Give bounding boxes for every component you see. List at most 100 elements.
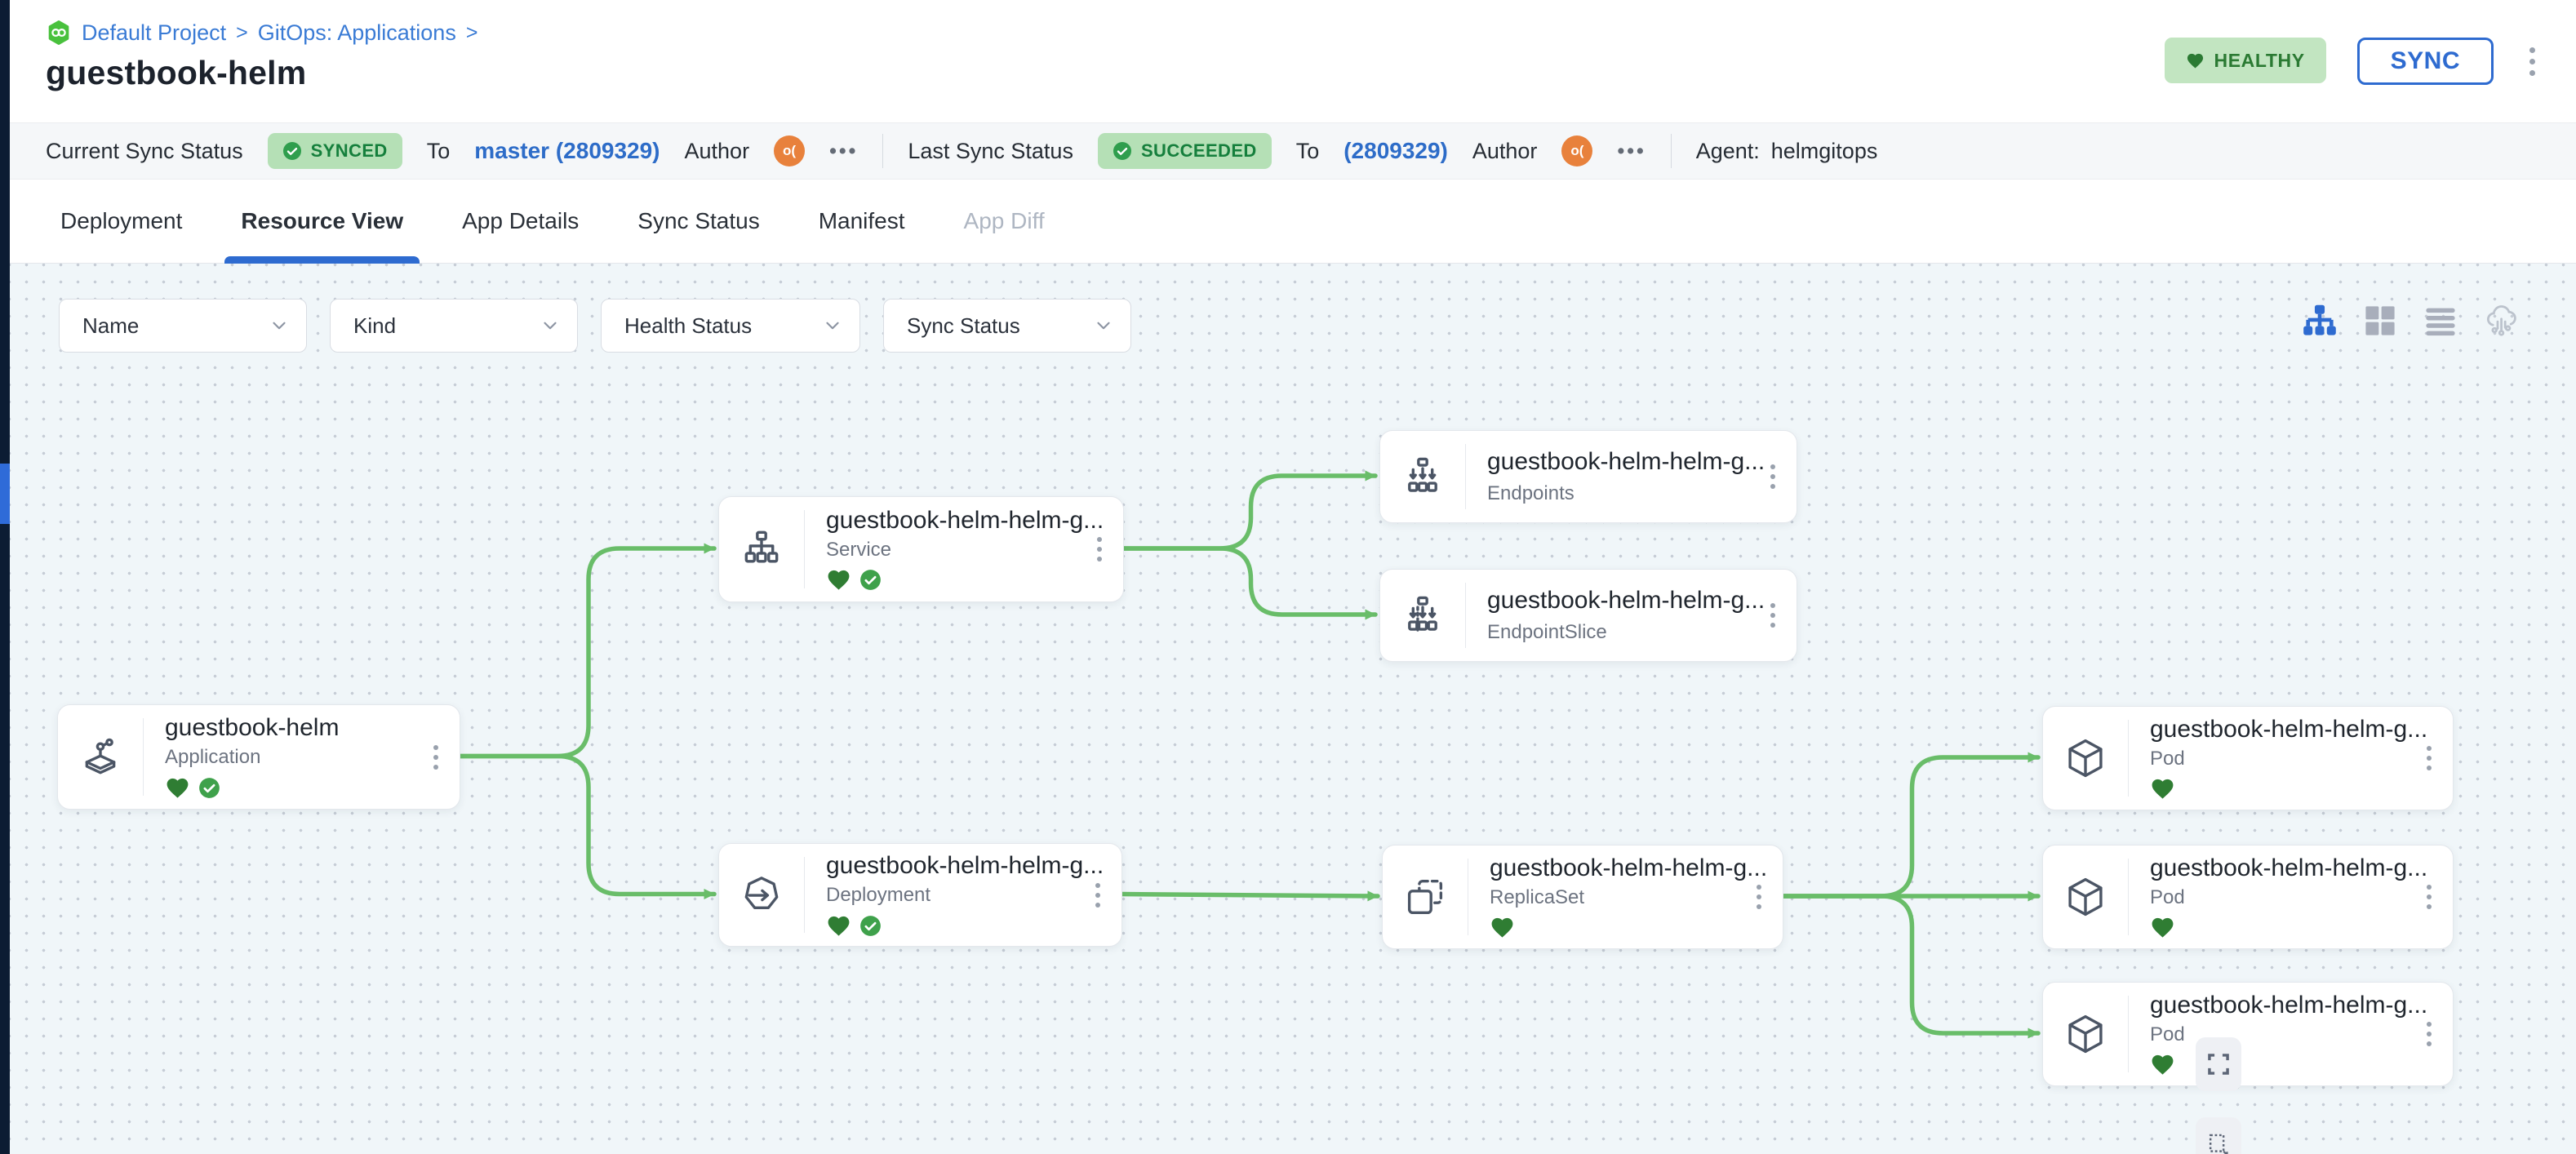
node-title: guestbook-helm-helm-g... — [1487, 448, 1765, 475]
status-label: Last Sync Status — [908, 138, 1073, 163]
sync-status-badge: SYNCED — [267, 133, 402, 169]
tab-manifest[interactable]: Manifest — [818, 208, 905, 233]
tab-sync-status[interactable]: Sync Status — [637, 208, 760, 233]
node-title: guestbook-helm-helm-g... — [826, 852, 1104, 879]
health-badge-label: HEALTHY — [2214, 49, 2305, 71]
tab-app-diff: App Diff — [963, 208, 1045, 233]
tab-bar: Deployment Resource View App Details Sync S… — [10, 180, 2576, 264]
node-status-badges — [165, 775, 460, 800]
node-menu-button[interactable] — [1090, 878, 1105, 912]
tree-edge-dep-rs — [1118, 890, 1380, 902]
chevron-down-icon — [540, 315, 561, 336]
sync-button[interactable]: SYNC — [2356, 38, 2494, 85]
tree-view-button[interactable] — [2302, 303, 2338, 339]
breadcrumb-link[interactable]: Default Project — [82, 20, 227, 45]
endpoints-icon — [1380, 455, 1465, 499]
cloud-view-button[interactable] — [2483, 303, 2519, 339]
node-divider — [804, 857, 805, 933]
node-status-badges — [826, 913, 1121, 938]
node-title: guestbook-helm-helm-g... — [2150, 854, 2428, 881]
node-divider — [2128, 996, 2129, 1072]
app-health-badge: HEALTHY — [2164, 38, 2326, 83]
node-title: guestbook-helm-helm-g... — [1487, 587, 1765, 614]
agent-value: helmgitops — [1770, 138, 1878, 163]
filter-dropdown-sync-status[interactable]: Sync Status — [883, 299, 1131, 353]
filter-label: Kind — [353, 313, 397, 338]
pod-icon — [2043, 736, 2128, 780]
grid-view-button[interactable] — [2362, 303, 2398, 339]
collapsed-sidebar[interactable] — [0, 0, 10, 1154]
resource-tree-canvas[interactable]: guestbook-helm Application guestbook-hel… — [10, 264, 2576, 1154]
status-divider — [1670, 134, 1672, 168]
endpointslice-icon — [1380, 593, 1465, 637]
node-title: guestbook-helm-helm-g... — [1490, 854, 1768, 881]
node-kind: Application — [165, 746, 261, 768]
author-label: Author — [684, 138, 750, 163]
resource-node[interactable]: guestbook-helm-helm-g... Deployment — [718, 843, 1122, 947]
node-kind: Deployment — [826, 884, 931, 906]
resource-node[interactable]: guestbook-helm-helm-g... Endpoints — [1379, 430, 1797, 523]
resource-node[interactable]: guestbook-helm-helm-g... Pod — [2042, 706, 2454, 810]
synced-check-icon — [859, 569, 882, 591]
node-title: guestbook-helm-helm-g... — [2150, 715, 2428, 743]
resource-node[interactable]: guestbook-helm-helm-g... Pod — [2042, 982, 2454, 1086]
node-menu-button[interactable] — [2422, 1017, 2436, 1051]
node-menu-button[interactable] — [1765, 598, 1780, 632]
healthy-heart-icon — [2150, 1052, 2175, 1077]
node-menu-button[interactable] — [2422, 741, 2436, 775]
filter-dropdown-name[interactable]: Name — [59, 299, 307, 353]
node-menu-button[interactable] — [1765, 459, 1780, 494]
resource-node[interactable]: guestbook-helm-helm-g... ReplicaSet — [1382, 845, 1783, 949]
node-divider — [2128, 720, 2129, 797]
resource-node[interactable]: guestbook-helm Application — [57, 704, 460, 810]
tab-app-details[interactable]: App Details — [462, 208, 580, 233]
sync-status-badge-label: SYNCED — [310, 140, 388, 161]
revision-link[interactable]: (2809329) — [1344, 138, 1448, 163]
node-menu-button[interactable] — [429, 740, 443, 775]
node-title: guestbook-helm-helm-g... — [2150, 991, 2428, 1019]
pod-icon — [2043, 875, 2128, 919]
fullscreen-button[interactable] — [2196, 1037, 2241, 1091]
commit-more-button[interactable]: ••• — [1617, 139, 1646, 162]
node-kind: Pod — [2150, 885, 2185, 908]
tab-resource-view[interactable]: Resource View — [211, 180, 433, 264]
selection-icon — [2205, 1131, 2232, 1154]
list-view-button[interactable] — [2423, 303, 2458, 339]
header-more-menu-button[interactable] — [2525, 41, 2540, 82]
grid-view-icon — [2362, 303, 2398, 339]
commit-more-button[interactable]: ••• — [829, 139, 859, 162]
author-avatar: o( — [1561, 135, 1593, 166]
node-menu-button[interactable] — [1092, 532, 1107, 566]
filter-dropdown-health-status[interactable]: Health Status — [601, 299, 860, 353]
node-kind: Pod — [2150, 747, 2185, 770]
node-menu-button[interactable] — [1752, 880, 1766, 914]
replicaset-icon — [1383, 875, 1468, 919]
selection-button[interactable] — [2196, 1117, 2241, 1154]
node-menu-button[interactable] — [2422, 880, 2436, 914]
filter-dropdown-kind[interactable]: Kind — [330, 299, 578, 353]
synced-check-icon — [859, 915, 882, 937]
breadcrumb-link[interactable]: GitOps: Applications — [257, 20, 456, 45]
node-status-badges — [2150, 777, 2453, 801]
status-divider — [882, 134, 884, 168]
page-header: Default Project>GitOps: Applications> gu… — [10, 0, 2576, 122]
node-divider — [1465, 444, 1466, 509]
sync-status-badge: SUCCEEDED — [1097, 133, 1272, 169]
healthy-heart-icon — [2150, 915, 2175, 940]
check-circle-icon — [1113, 141, 1132, 161]
chevron-down-icon — [822, 315, 843, 336]
agent-info: Agent:helmgitops — [1696, 139, 1878, 164]
filter-bar: Name Kind Health Status Sync Status — [59, 299, 1131, 353]
node-title: guestbook-helm-helm-g... — [826, 506, 1104, 534]
resource-node[interactable]: guestbook-helm-helm-g... Service — [718, 496, 1124, 602]
tab-deployment[interactable]: Deployment — [60, 208, 183, 233]
node-divider — [1465, 583, 1466, 648]
main-area: Default Project>GitOps: Applications> gu… — [10, 0, 2576, 1154]
tree-view-icon — [2302, 303, 2338, 339]
resource-node[interactable]: guestbook-helm-helm-g... EndpointSlice — [1379, 569, 1797, 662]
breadcrumb: Default Project>GitOps: Applications> — [46, 20, 477, 46]
resource-node[interactable]: guestbook-helm-helm-g... Pod — [2042, 845, 2454, 949]
filter-label: Health Status — [624, 313, 753, 338]
revision-link[interactable]: master (2809329) — [474, 138, 660, 163]
filter-label: Sync Status — [907, 313, 1020, 338]
